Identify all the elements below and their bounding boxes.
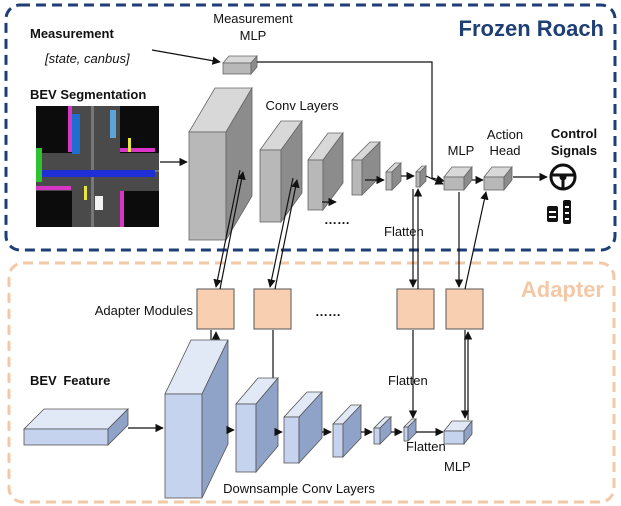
mlp-top-label: MLP (448, 143, 475, 158)
frozen-roach-region (4, 3, 617, 252)
downsample-conv-layer-3 (283, 390, 323, 465)
adapter-region (7, 261, 616, 504)
action-head-label-1: Action (487, 127, 523, 142)
action-head-label-2: Head (489, 143, 520, 158)
frozen-roach-title: Frozen Roach (459, 16, 604, 41)
bev-feature-label-sub: Feature (63, 373, 110, 388)
bev-feature-label: BEV Feature (30, 373, 110, 388)
steering-wheel-icon (549, 163, 577, 191)
control-signals-label-2: Signals (551, 143, 597, 158)
measurement-inputs-label: [state, canbus] (44, 51, 130, 66)
flatten-top-label: Flatten (384, 224, 424, 239)
flatten-bottom-label: Flatten (406, 439, 446, 454)
measurement-mlp-label-1: Measurement (213, 11, 293, 26)
conv-layer-1 (188, 86, 253, 242)
measurement-mlp-label-2: MLP (240, 28, 267, 43)
downsample-conv-layer-2 (235, 376, 279, 474)
mlp-top-block (443, 165, 473, 192)
bev-feature-label-main: BEV (30, 373, 57, 388)
conv-layer-6 (415, 165, 427, 188)
top-ellipsis: …… (324, 212, 350, 227)
adapter-ellipsis: …… (315, 304, 341, 319)
adapter-modules-label: Adapter Modules (95, 303, 194, 318)
adapter-module-3 (396, 288, 435, 330)
control-signals-label-1: Control (551, 126, 597, 141)
conv-layer-2 (259, 119, 303, 224)
downsample-conv-layer-6 (403, 418, 417, 442)
conv-layers-label: Conv Layers (266, 98, 339, 113)
measurement-mlp-block (222, 54, 258, 76)
adapter-module-4 (445, 288, 484, 330)
action-head-block (483, 165, 513, 192)
conv-layer-4 (351, 141, 381, 196)
measurement-label: Measurement (30, 26, 114, 41)
mlp-bottom-label: MLP (444, 459, 471, 474)
downsample-conv-layer-4 (332, 403, 362, 459)
bev-segmentation-image (36, 106, 159, 227)
flatten-mid-label: Flatten (388, 373, 428, 388)
downsample-conv-layer-5 (373, 416, 392, 445)
mlp-bottom-block (443, 419, 473, 446)
conv-layer-3 (307, 131, 344, 212)
adapter-module-1 (196, 288, 235, 330)
downsample-conv-layers-label: Downsample Conv Layers (223, 481, 375, 496)
bev-segmentation-label: BEV Segmentation (30, 87, 146, 102)
adapter-module-2 (253, 288, 292, 330)
adapter-title: Adapter (521, 277, 605, 302)
downsample-conv-layer-1 (164, 339, 229, 499)
conv-layer-5 (385, 162, 402, 191)
pedals-icon (547, 200, 571, 224)
bev-feature-block (23, 408, 129, 446)
